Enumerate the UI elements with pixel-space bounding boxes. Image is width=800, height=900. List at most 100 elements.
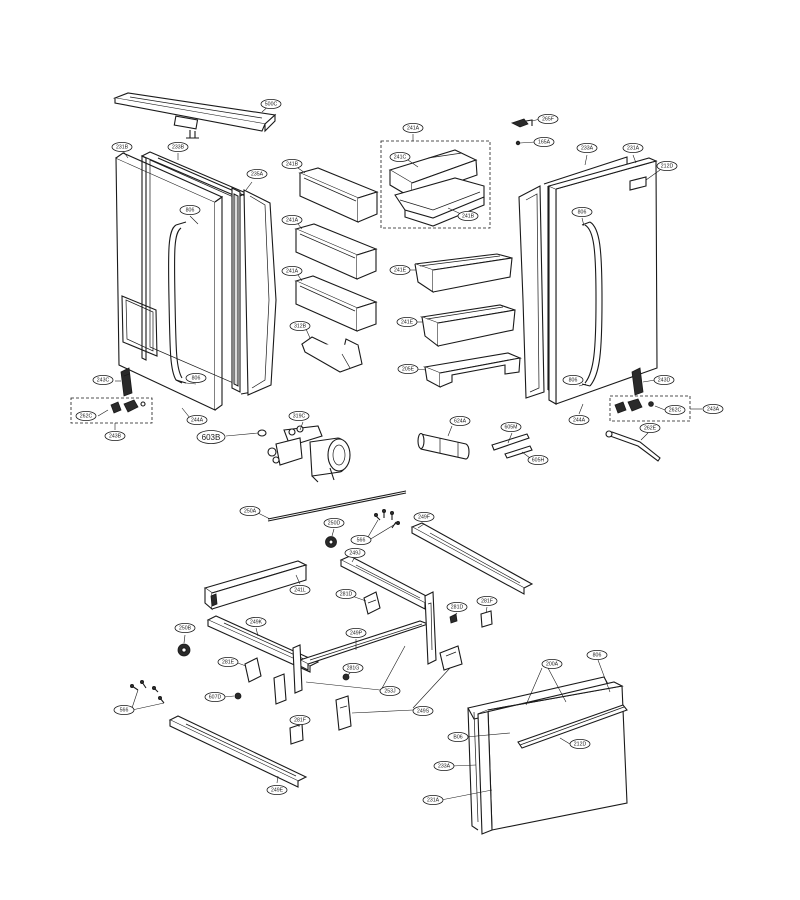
part-label-text: 231B bbox=[116, 144, 129, 150]
part-label-ellipse bbox=[289, 715, 311, 726]
part-label-ellipse bbox=[111, 141, 133, 152]
part-label-ellipse bbox=[389, 264, 411, 275]
part-label: 249K bbox=[245, 617, 267, 628]
part-label-ellipse bbox=[167, 141, 189, 152]
part-label-text: 607D bbox=[209, 694, 222, 700]
door-bin-241b-left bbox=[297, 167, 379, 223]
part-label: 243B bbox=[104, 430, 126, 441]
part-label: B06 bbox=[447, 732, 469, 743]
part-label: 566 bbox=[113, 705, 135, 716]
small-parts-top-right bbox=[510, 118, 541, 146]
part-label-ellipse bbox=[344, 548, 366, 559]
part-label-text: 249E bbox=[271, 787, 284, 793]
part-label-ellipse bbox=[476, 596, 498, 607]
part-label-text: 200A bbox=[546, 661, 559, 667]
part-label: 806 bbox=[562, 374, 584, 385]
part-label-ellipse bbox=[576, 142, 598, 153]
part-label-ellipse bbox=[537, 114, 559, 125]
freezer-drawer-door bbox=[440, 659, 628, 835]
part-label: 241C bbox=[389, 151, 411, 162]
part-label: 241A bbox=[281, 214, 303, 225]
part-label-text: 262E bbox=[644, 425, 657, 431]
part-label: 235A bbox=[246, 168, 268, 179]
part-label-text: 566 bbox=[357, 537, 366, 543]
part-label: 233A bbox=[433, 761, 455, 772]
part-label: 231A bbox=[422, 795, 444, 806]
part-label: 200A bbox=[541, 659, 563, 670]
part-label: 243A bbox=[702, 403, 724, 414]
water-valve-319c bbox=[225, 421, 351, 483]
part-label-text: 241A bbox=[407, 125, 420, 131]
part-label: 281F bbox=[476, 596, 498, 607]
part-label-ellipse bbox=[653, 374, 675, 385]
part-label-text: 250A bbox=[244, 508, 257, 514]
part-label-ellipse bbox=[204, 692, 226, 703]
part-label: 281D bbox=[446, 602, 468, 613]
part-label: 312B bbox=[289, 320, 311, 331]
part-label-text: 603B bbox=[202, 433, 221, 442]
part-label-ellipse bbox=[562, 374, 584, 385]
part-label-text: 231A bbox=[427, 797, 440, 803]
part-label: 262E bbox=[639, 422, 661, 433]
part-label-text: 249F bbox=[418, 514, 430, 520]
part-label-text: 165A bbox=[538, 139, 551, 145]
left-door-part bbox=[115, 150, 277, 419]
part-label: 205E bbox=[397, 363, 419, 374]
part-label-text: 241E bbox=[394, 267, 407, 273]
part-label: 603B bbox=[196, 430, 226, 444]
part-label-ellipse bbox=[541, 659, 563, 670]
part-label-ellipse bbox=[260, 99, 282, 110]
part-label: 249E bbox=[266, 785, 288, 796]
part-label-ellipse bbox=[281, 265, 303, 276]
part-label: 262C bbox=[75, 410, 97, 421]
part-label-ellipse bbox=[245, 617, 267, 628]
part-label: 212D bbox=[569, 739, 591, 750]
part-label-ellipse bbox=[571, 206, 593, 217]
part-label-ellipse bbox=[239, 505, 261, 516]
bin-241e-lower bbox=[415, 304, 516, 348]
part-label: 806 bbox=[179, 204, 201, 215]
door-bin-241a-upper bbox=[294, 223, 378, 280]
part-label-text: 624A bbox=[454, 418, 467, 424]
part-label-text: 281D bbox=[340, 591, 353, 597]
hinge-kit-right bbox=[609, 395, 702, 422]
part-label: 241A bbox=[402, 123, 424, 134]
drawer-frame bbox=[203, 555, 493, 745]
part-label-text: 244A bbox=[191, 417, 204, 423]
part-label-text: 244A bbox=[573, 417, 586, 423]
part-label-text: 281F bbox=[481, 598, 493, 604]
part-label: 243D bbox=[653, 374, 675, 385]
part-label-text: 233B bbox=[172, 144, 185, 150]
part-label: 241B bbox=[281, 158, 303, 169]
part-label-text: 231A bbox=[627, 145, 640, 151]
part-label-text: 243B bbox=[109, 433, 122, 439]
part-label: 265F bbox=[537, 114, 559, 125]
part-label-text: 243C bbox=[97, 377, 110, 383]
filter-parts-605 bbox=[491, 432, 533, 459]
part-label: 605M bbox=[500, 421, 522, 432]
part-label-text: 806 bbox=[186, 207, 195, 213]
part-label-ellipse bbox=[656, 160, 678, 171]
part-label-ellipse bbox=[185, 372, 207, 383]
part-label: 253J bbox=[379, 686, 401, 697]
part-607d bbox=[223, 692, 242, 700]
part-label-text: 312B bbox=[294, 323, 307, 329]
part-label-ellipse bbox=[533, 136, 555, 147]
part-label-ellipse bbox=[289, 320, 311, 331]
rod-250a bbox=[257, 490, 407, 522]
part-label: 165A bbox=[533, 136, 555, 147]
part-label-text: 249S bbox=[417, 708, 430, 714]
part-label-text: 243D bbox=[658, 377, 671, 383]
door-bin-241a-lower bbox=[294, 274, 378, 332]
part-label: 566 bbox=[350, 535, 372, 546]
part-label: 262C bbox=[664, 404, 686, 415]
hinge-kit-left bbox=[70, 397, 153, 430]
part-label: 241L bbox=[289, 585, 311, 596]
part-label-ellipse bbox=[104, 430, 126, 441]
part-label-text: 241A bbox=[286, 217, 299, 223]
part-label-ellipse bbox=[396, 316, 418, 327]
part-label: 249J bbox=[344, 548, 366, 559]
part-label: 281E bbox=[217, 657, 239, 668]
part-label-ellipse bbox=[323, 518, 345, 529]
